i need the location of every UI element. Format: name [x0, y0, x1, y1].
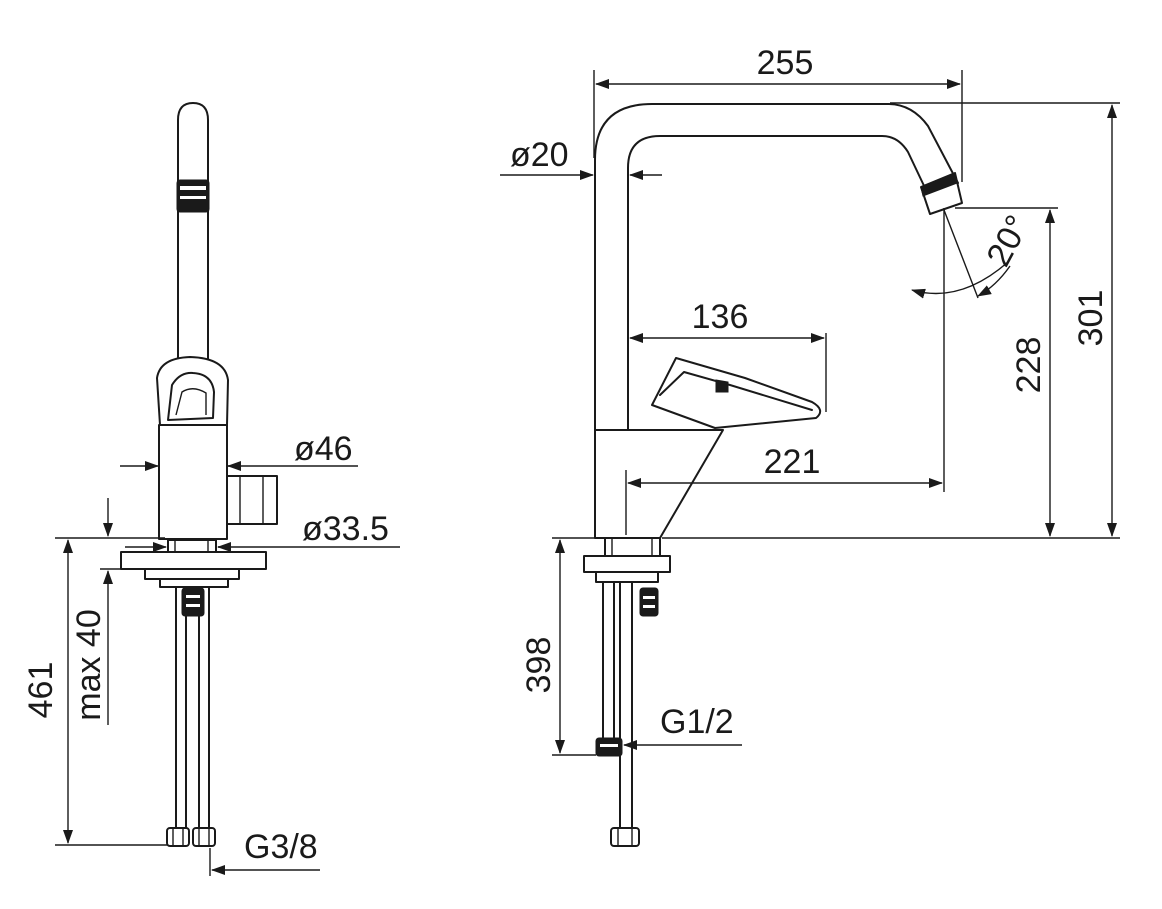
side-base-plate — [583, 555, 671, 573]
side-bolt — [639, 587, 659, 617]
dim-spout-angle: 20° — [979, 209, 1037, 272]
dim-body-diameter: ø46 — [294, 430, 353, 468]
side-spout-outer — [594, 103, 959, 431]
dim-total-height: 301 — [1072, 290, 1110, 347]
front-view — [120, 102, 278, 847]
dim-base-diameter: ø33.5 — [302, 510, 389, 548]
dim-hose-length-side: 461 — [22, 662, 60, 719]
side-nut — [610, 827, 640, 847]
dim-thread-hot-cold: G3/8 — [244, 828, 318, 866]
side-lever — [651, 357, 822, 429]
front-nut-right — [192, 827, 216, 847]
dim-lever-reach: 136 — [692, 298, 749, 336]
front-side-knob — [226, 475, 278, 525]
dim-max-thickness: max 40 — [70, 609, 108, 721]
front-mixer-head — [156, 356, 229, 426]
side-dimensions: 255 ø20 136 221 20° 228 301 398 — [500, 44, 1120, 756]
dim-thread-side: G1/2 — [660, 703, 734, 741]
side-body — [594, 429, 724, 539]
dim-outlet-height: 228 — [1010, 337, 1048, 394]
front-spout-pipe — [177, 102, 209, 361]
dim-hose-length-front: 398 — [520, 637, 558, 694]
dim-spout-reach: 221 — [764, 443, 821, 481]
front-bolt — [181, 587, 205, 617]
dim-spout-width: 255 — [757, 44, 814, 82]
front-dimensions: ø46 ø33.5 461 max 40 G3/8 — [22, 430, 400, 876]
front-nut-left — [166, 827, 190, 847]
front-base-plate — [120, 551, 267, 570]
front-body — [158, 424, 228, 540]
dim-pipe-diameter: ø20 — [510, 136, 569, 174]
front-lever-outline — [167, 371, 215, 421]
side-spout-inner — [627, 135, 927, 431]
